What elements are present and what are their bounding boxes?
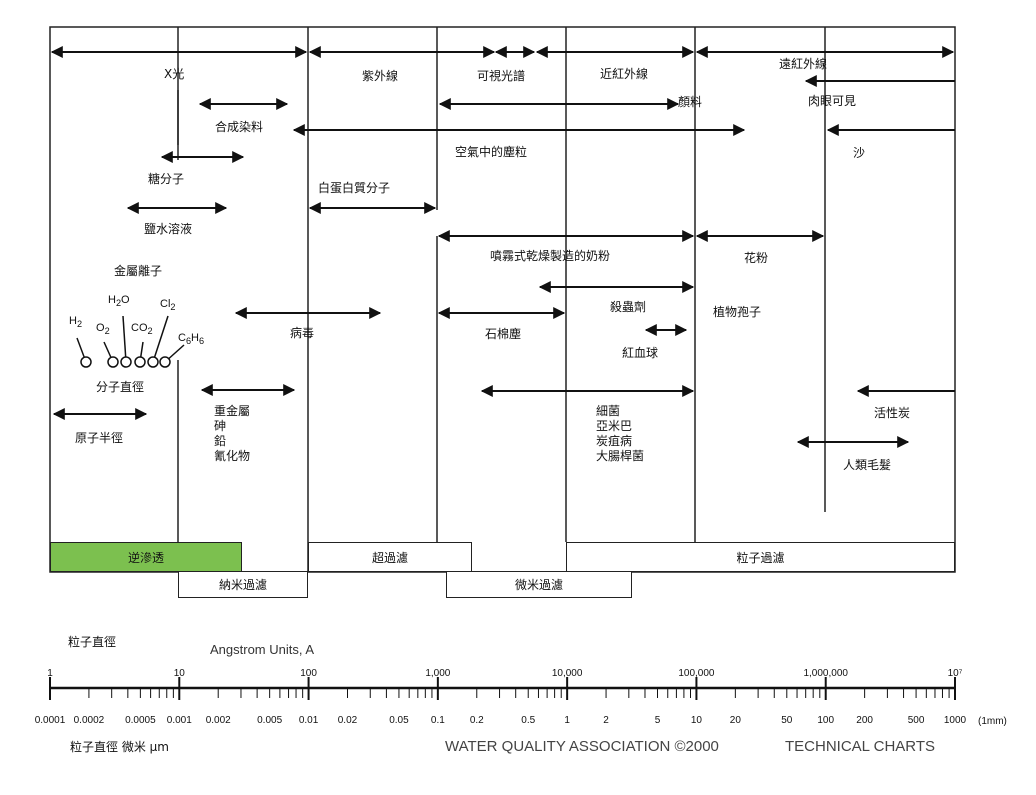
band-visible: 可視光譜 (477, 69, 526, 83)
micron-tick-label: 0.05 (389, 715, 409, 726)
micron-tick-label: 0.5 (521, 715, 536, 726)
process-microfiltration: 微米過濾 (446, 571, 632, 598)
micron-tick-label: 10 (690, 715, 702, 726)
label-plant-spores: 植物孢子 (713, 305, 762, 319)
label-asbestos: 石棉塵 (485, 327, 522, 341)
micron-tick-label: 0.0001 (34, 715, 66, 726)
label-airborne-dust: 空氣中的塵粒 (455, 145, 528, 159)
band-uv: 紫外線 (362, 69, 399, 83)
angstrom-tick-label: 100,000 (678, 668, 715, 679)
process-nanofiltration: 納米過濾 (178, 571, 308, 598)
micron-tick-label: 2 (603, 715, 609, 726)
angstrom-tick-label: 1,000 (425, 668, 451, 679)
label-pollen: 花粉 (744, 251, 769, 265)
molecule-c6h6: C6H6 (178, 332, 205, 347)
label-protein: 白蛋白質分子 (318, 181, 391, 195)
angstrom-tick-label: 100 (300, 668, 317, 679)
scale-top-title: 粒子直徑 (68, 635, 117, 649)
label-atomic-radius: 原子半徑 (75, 431, 124, 445)
footer-charts: TECHNICAL CHARTS (785, 738, 936, 755)
micron-tick-label: 100 (817, 715, 835, 726)
micron-tick-label: 0.001 (166, 715, 192, 726)
label-heavy-metal-group: 重金屬 砷 鉛 氰化物 (214, 404, 251, 463)
molecule-co2: CO2 (131, 322, 153, 337)
molecule-cl2: Cl2 (160, 298, 176, 313)
label-saline: 鹽水溶液 (144, 222, 193, 236)
micron-tick-label: 0.0005 (125, 715, 156, 726)
micron-tick-label: 0.0002 (73, 715, 105, 726)
micron-tick-label: 500 (907, 715, 925, 726)
footer-association: WATER QUALITY ASSOCIATION ©2000 (445, 738, 719, 755)
micron-tick-label: 1000 (943, 715, 967, 726)
band-xray: X光 (164, 67, 185, 81)
label-human-hair: 人類毛髮 (843, 458, 892, 472)
angstrom-tick-label: 10⁷ (947, 668, 963, 679)
micron-tick-label: 50 (781, 715, 793, 726)
molecule-h2: H2 (69, 315, 83, 330)
band-near-ir: 近紅外線 (600, 67, 649, 81)
scale-mm-unit: (1mm) (978, 716, 1007, 727)
scale-bottom-title: 粒子直徑 微米 μm (70, 740, 169, 754)
process-particle-filtration: 粒子過濾 (566, 542, 955, 572)
label-molecular-diameter: 分子直徑 (96, 380, 145, 394)
scale-angstrom-title: Angstrom Units, A (210, 642, 315, 657)
micron-tick-label: 20 (729, 715, 741, 726)
label-insecticide: 殺蟲劑 (610, 300, 647, 314)
molecule-icons (76, 315, 185, 368)
micron-tick-label: 0.005 (257, 715, 283, 726)
micron-tick-label: 5 (654, 715, 661, 726)
label-spray-milk: 噴霧式乾燥製造的奶粉 (490, 249, 611, 263)
angstrom-tick-label: 1,000,000 (803, 668, 848, 679)
angstrom-tick-label: 10 (173, 668, 185, 679)
label-sand: 沙 (853, 146, 866, 160)
micron-tick-label: 0.1 (430, 715, 445, 726)
scale-bar (49, 677, 956, 700)
label-pigment: 顏料 (678, 95, 703, 109)
angstrom-tick-label: 1 (47, 668, 53, 679)
label-activated-carbon: 活性炭 (874, 406, 911, 420)
micron-tick-label: 0.002 (205, 715, 231, 726)
label-sugar: 糖分子 (148, 172, 185, 186)
label-visible-eye: 肉眼可見 (808, 94, 857, 108)
molecule-h2o: H2O (108, 294, 130, 309)
label-bacteria-group: 細菌 亞米巴 炭疽病 大腸桿菌 (596, 404, 645, 463)
label-metal-ion: 金屬離子 (114, 264, 163, 278)
range-arrows (50, 46, 955, 448)
chart-frame (49, 26, 956, 573)
angstrom-tick-label: 10,000 (551, 668, 583, 679)
process-ultrafiltration: 超過濾 (308, 542, 472, 572)
label-red-cell: 紅血球 (622, 346, 659, 360)
micron-tick-label: 0.2 (469, 715, 484, 726)
micron-tick-label: 1 (564, 715, 570, 726)
micron-tick-label: 0.02 (337, 715, 358, 726)
process-reverse-osmosis: 逆滲透 (50, 542, 242, 572)
label-synthetic-dye: 合成染料 (215, 120, 264, 134)
micron-tick-label: 0.01 (298, 715, 319, 726)
molecule-o2: O2 (96, 322, 110, 337)
band-far-ir: 遠紅外線 (779, 57, 828, 71)
micron-tick-label: 200 (856, 715, 873, 726)
label-virus: 病毒 (290, 326, 315, 340)
